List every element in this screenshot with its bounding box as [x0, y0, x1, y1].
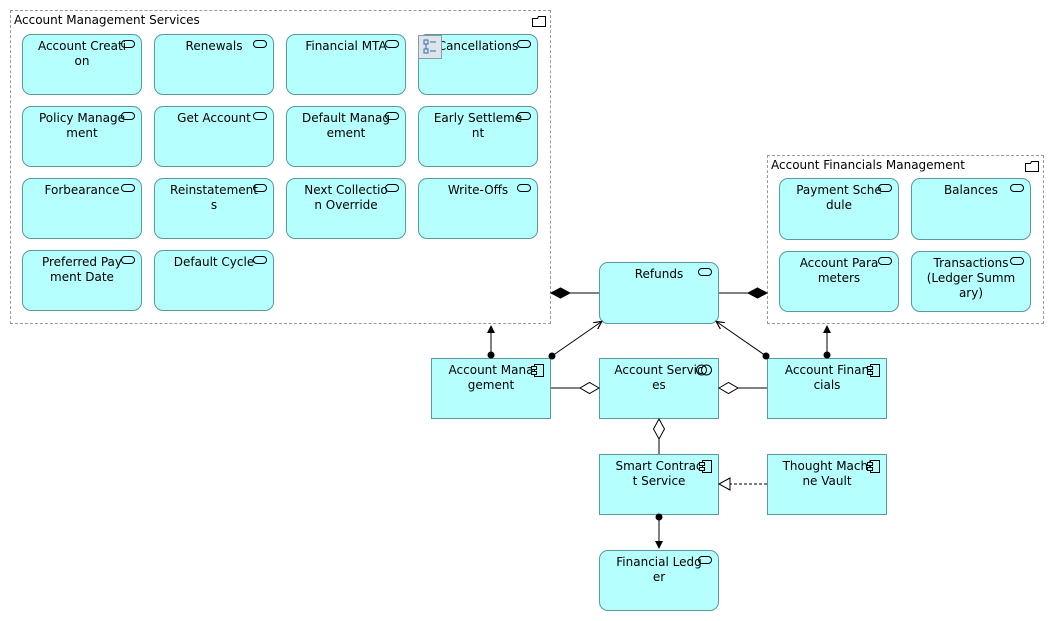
account-management-services-group[interactable]: Account Management Services: [10, 10, 551, 324]
service-icon: [517, 112, 531, 120]
service-label: Payment Schedule: [796, 183, 882, 212]
interface-account-services[interactable]: Account Services: [599, 358, 719, 419]
composition-refunds-to-ams[interactable]: [549, 287, 599, 299]
service-label: Write-Offs: [447, 183, 509, 197]
service-icon: [121, 112, 135, 120]
service-renewals[interactable]: Renewals: [154, 34, 274, 95]
service-financial-mta[interactable]: Financial MTA: [286, 34, 406, 95]
composition-refunds-to-afm[interactable]: [719, 287, 769, 299]
service-label: Get Account: [177, 111, 251, 125]
service-icon: [121, 256, 135, 264]
service-icon: [385, 40, 399, 48]
service-label: Account Parameters: [799, 256, 879, 285]
service-label: Refunds: [634, 267, 684, 281]
component-icon: [699, 460, 712, 473]
service-icon: [698, 268, 712, 276]
service-refunds[interactable]: Refunds: [599, 262, 719, 324]
component-label: Account Financials: [784, 363, 870, 392]
service-financial-ledger[interactable]: Financial Ledger: [599, 550, 719, 611]
service-label: Next Collection Override: [304, 183, 388, 212]
service-label: Balances: [943, 183, 999, 197]
service-icon: [121, 184, 135, 192]
component-icon: [867, 460, 880, 473]
service-label: Policy Management: [39, 111, 125, 140]
component-icon: [531, 364, 544, 377]
group-title: Account Financials Management: [771, 158, 965, 172]
service-label: Transactions (Ledger Summary): [926, 256, 1016, 300]
service-account-parameters[interactable]: Account Parameters: [779, 251, 899, 312]
service-reinstatements[interactable]: Reinstatements: [154, 178, 274, 239]
component-account-financials[interactable]: Account Financials: [767, 358, 887, 419]
interface-icon: [696, 364, 712, 376]
aggregation-account-services-to-account-financials[interactable]: [718, 381, 767, 395]
realization-vault-to-smart-contract[interactable]: [717, 477, 767, 491]
account-financials-management-group[interactable]: Account Financials Management: [767, 155, 1044, 324]
component-label: Smart Contract Service: [615, 459, 703, 488]
service-next-collection-override[interactable]: Next Collection Override: [286, 178, 406, 239]
service-icon: [385, 112, 399, 120]
service-balances[interactable]: Balances: [911, 178, 1031, 240]
component-label: Thought Machine Vault: [782, 459, 872, 488]
aggregation-account-services-to-smart-contract[interactable]: [652, 417, 666, 454]
service-icon: [253, 184, 267, 192]
folder-icon: [1025, 161, 1039, 172]
service-icon: [517, 184, 531, 192]
serving-account-management-to-refunds[interactable]: [548, 322, 602, 360]
service-label: Cancellations: [437, 39, 519, 53]
service-label: Reinstatements: [170, 183, 258, 212]
service-icon: [253, 112, 267, 120]
service-early-settlement[interactable]: Early Settlement: [418, 106, 538, 167]
group-title: Account Management Services: [14, 13, 200, 27]
service-label: Default Management: [302, 111, 390, 140]
component-label: Account Management: [448, 363, 534, 392]
service-icon: [385, 184, 399, 192]
service-account-creation[interactable]: Account Creation: [22, 34, 142, 95]
serving-account-financials-to-refunds[interactable]: [717, 322, 770, 360]
service-write-offs[interactable]: Write-Offs: [418, 178, 538, 239]
service-label: Forbearance: [44, 183, 120, 197]
service-forbearance[interactable]: Forbearance: [22, 178, 142, 239]
properties-list-icon[interactable]: [418, 35, 442, 59]
service-label: Account Creation: [37, 39, 127, 68]
service-payment-schedule[interactable]: Payment Schedule: [779, 178, 899, 240]
service-get-account[interactable]: Get Account: [154, 106, 274, 167]
serving-smart-contract-to-ledger[interactable]: [655, 513, 663, 549]
folder-icon: [532, 16, 546, 27]
list-icon: [423, 39, 436, 54]
service-icon: [253, 256, 267, 264]
serving-account-financials-to-afm[interactable]: [823, 325, 831, 359]
service-preferred-payment-date[interactable]: Preferred Payment Date: [22, 250, 142, 311]
component-smart-contract-service[interactable]: Smart Contract Service: [599, 454, 719, 515]
service-icon: [517, 40, 531, 48]
service-icon: [698, 556, 712, 564]
service-icon: [253, 40, 267, 48]
service-icon: [1010, 257, 1024, 265]
service-default-cycle[interactable]: Default Cycle: [154, 250, 274, 311]
service-default-management[interactable]: Default Management: [286, 106, 406, 167]
service-icon: [1010, 184, 1024, 192]
service-icon: [878, 257, 892, 265]
service-label: Early Settlement: [433, 111, 523, 140]
service-icon: [878, 184, 892, 192]
component-account-management[interactable]: Account Management: [431, 358, 551, 419]
serving-account-management-to-ams[interactable]: [487, 325, 495, 359]
service-transactions[interactable]: Transactions (Ledger Summary): [911, 251, 1031, 312]
service-policy-management[interactable]: Policy Management: [22, 106, 142, 167]
service-icon: [121, 40, 135, 48]
aggregation-account-services-to-account-management[interactable]: [551, 381, 600, 395]
interface-label: Account Services: [614, 363, 704, 392]
service-label: Renewals: [185, 39, 243, 53]
service-label: Default Cycle: [173, 255, 255, 269]
service-label: Financial Ledger: [616, 555, 702, 584]
component-icon: [867, 364, 880, 377]
component-thought-machine-vault[interactable]: Thought Machine Vault: [767, 454, 887, 515]
service-label: Preferred Payment Date: [41, 255, 123, 284]
service-label: Financial MTA: [305, 39, 387, 53]
